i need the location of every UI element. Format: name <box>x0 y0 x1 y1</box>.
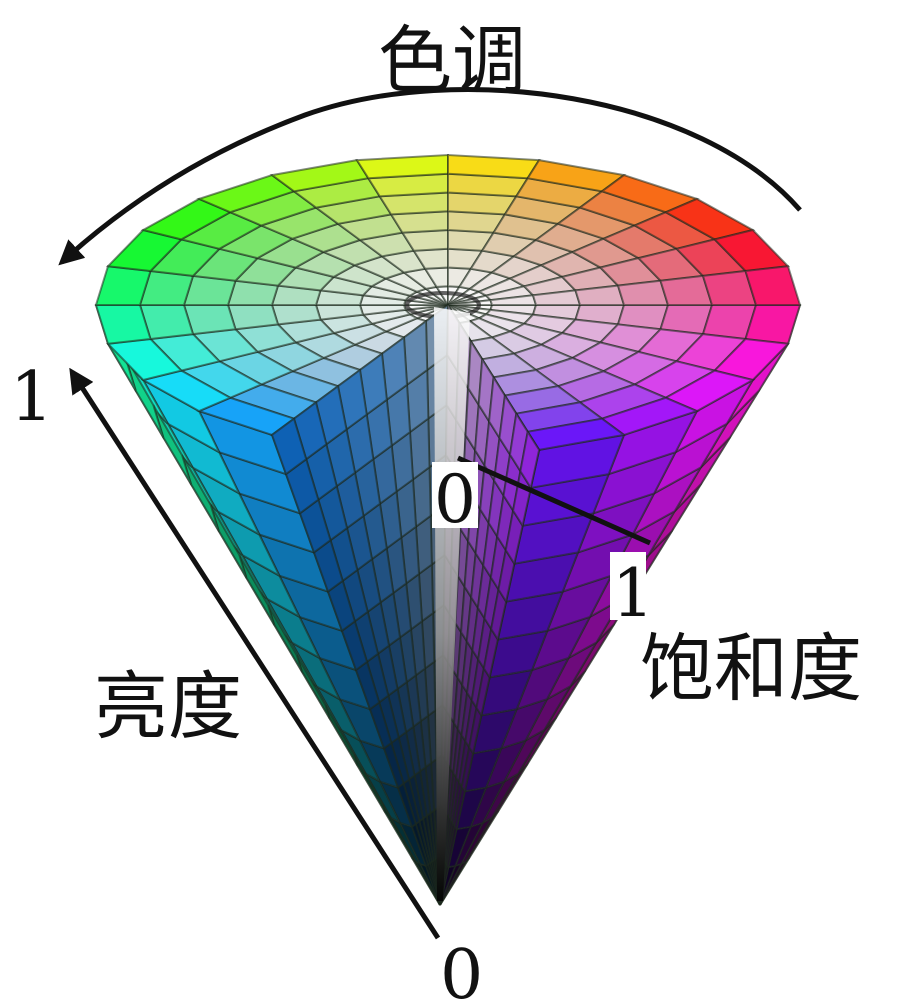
saturation-one-bg <box>610 552 646 620</box>
hue-label: 色调 <box>378 18 526 104</box>
saturation-label: 饱和度 <box>640 626 862 712</box>
value-min-label: 0 <box>440 936 483 1008</box>
value-label: 亮度 <box>94 664 242 750</box>
saturation-zero-bg <box>432 462 478 528</box>
value-max-label: 1 <box>10 358 53 437</box>
saturation-axis-line <box>456 455 652 546</box>
hue-arrow <box>58 87 802 266</box>
saturation-max-label: 1 <box>612 555 654 632</box>
value-arrow <box>69 367 441 940</box>
saturation-min-label: 0 <box>434 461 476 538</box>
